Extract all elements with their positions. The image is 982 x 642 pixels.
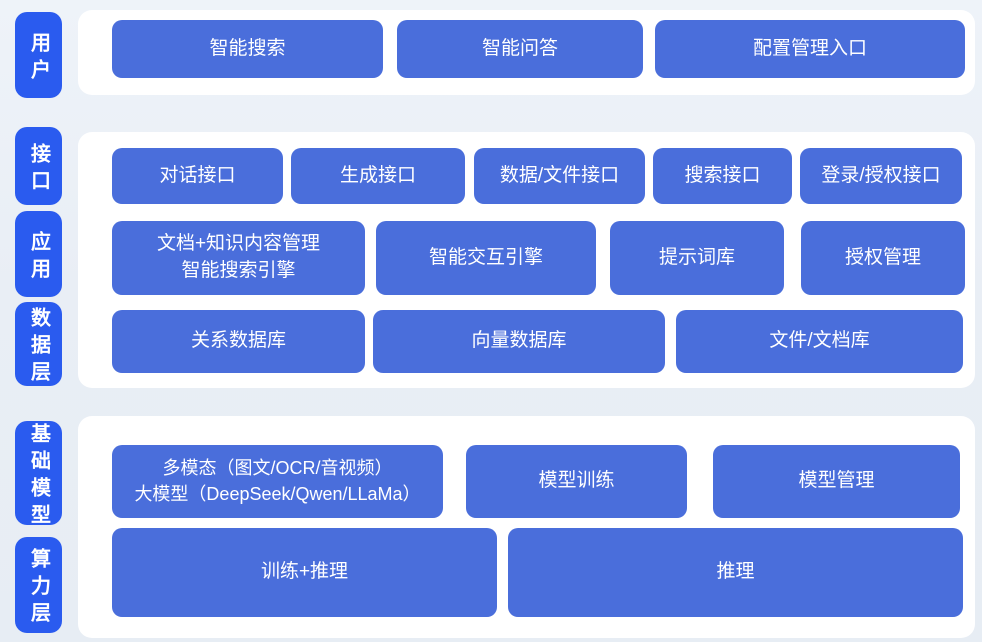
block-smart-qa: 智能问答 (397, 20, 643, 78)
block-prompt-library: 提示词库 (610, 221, 784, 295)
block-dialog-api-label: 对话接口 (159, 164, 236, 186)
block-model-training-label: 模型训练 (538, 470, 615, 492)
block-config-management-entry: 配置管理入口 (655, 20, 965, 78)
layer-pill-user: 用户 (15, 12, 62, 98)
block-vector-db: 向量数据库 (373, 310, 665, 373)
block-interaction-engine-label: 智能交互引擎 (428, 246, 543, 268)
block-search-api: 搜索接口 (653, 148, 792, 204)
block-file-doc-library: 文件/文档库 (676, 310, 963, 373)
layer-pill-compute-layer-label: 算力层 (27, 548, 50, 629)
block-auth-management-label: 授权管理 (844, 246, 921, 268)
layer-pill-data-layer: 数据层 (15, 302, 62, 388)
block-train-plus-inference: 训练+推理 (112, 528, 497, 617)
layer-pill-application: 应用 (15, 211, 62, 297)
block-model-training: 模型训练 (466, 445, 687, 518)
block-prompt-library-label: 提示词库 (658, 246, 735, 268)
layer-pill-compute-layer: 算力层 (15, 537, 62, 633)
block-data-file-api-label: 数据/文件接口 (499, 164, 620, 186)
block-relational-db: 关系数据库 (112, 310, 365, 373)
block-relational-db-label: 关系数据库 (190, 330, 286, 352)
block-dialog-api: 对话接口 (112, 148, 283, 204)
block-doc-knowledge-search-engine: 文档+知识内容管理 智能搜索引擎 (112, 221, 365, 295)
layer-pill-data-layer-label: 数据层 (27, 307, 50, 388)
block-inference-label: 推理 (716, 561, 755, 583)
block-smart-search: 智能搜索 (112, 20, 383, 78)
block-vector-db-label: 向量数据库 (471, 330, 567, 352)
layer-pill-foundation-model-label: 基础模型 (27, 422, 50, 531)
block-multimodal-llm: 多模态（图文/OCR/音视频） 大模型（DeepSeek/Qwen/LLaMa） (112, 445, 443, 518)
block-generation-api: 生成接口 (291, 148, 465, 204)
layer-pill-interface: 接口 (15, 127, 62, 205)
block-auth-management: 授权管理 (801, 221, 965, 295)
block-data-file-api: 数据/文件接口 (474, 148, 645, 204)
layer-pill-foundation-model: 基础模型 (15, 421, 62, 531)
block-multimodal-llm-line1: 多模态（图文/OCR/音视频） (162, 457, 393, 478)
block-smart-search-label: 智能搜索 (209, 37, 286, 59)
block-multimodal-llm-line2: 大模型（DeepSeek/Qwen/LLaMa） (134, 483, 421, 504)
block-doc-knowledge-line2: 智能搜索引擎 (181, 260, 296, 281)
block-config-management-entry-label: 配置管理入口 (752, 37, 867, 59)
layer-pill-interface-label: 接口 (27, 142, 50, 197)
block-model-management: 模型管理 (713, 445, 960, 518)
block-doc-knowledge-line1: 文档+知识内容管理 (156, 233, 321, 255)
block-train-plus-inference-label: 训练+推理 (260, 561, 349, 583)
layer-pill-user-label: 用户 (27, 31, 50, 86)
block-smart-qa-label: 智能问答 (481, 37, 558, 59)
block-login-auth-api: 登录/授权接口 (800, 148, 962, 204)
block-interaction-engine: 智能交互引擎 (376, 221, 596, 295)
block-login-auth-api-label: 登录/授权接口 (821, 164, 941, 186)
block-generation-api-label: 生成接口 (339, 164, 416, 186)
block-model-management-label: 模型管理 (798, 470, 875, 492)
block-file-doc-library-label: 文件/文档库 (769, 330, 870, 352)
block-inference: 推理 (508, 528, 963, 617)
block-search-api-label: 搜索接口 (684, 164, 761, 186)
layer-pill-application-label: 应用 (27, 230, 50, 285)
